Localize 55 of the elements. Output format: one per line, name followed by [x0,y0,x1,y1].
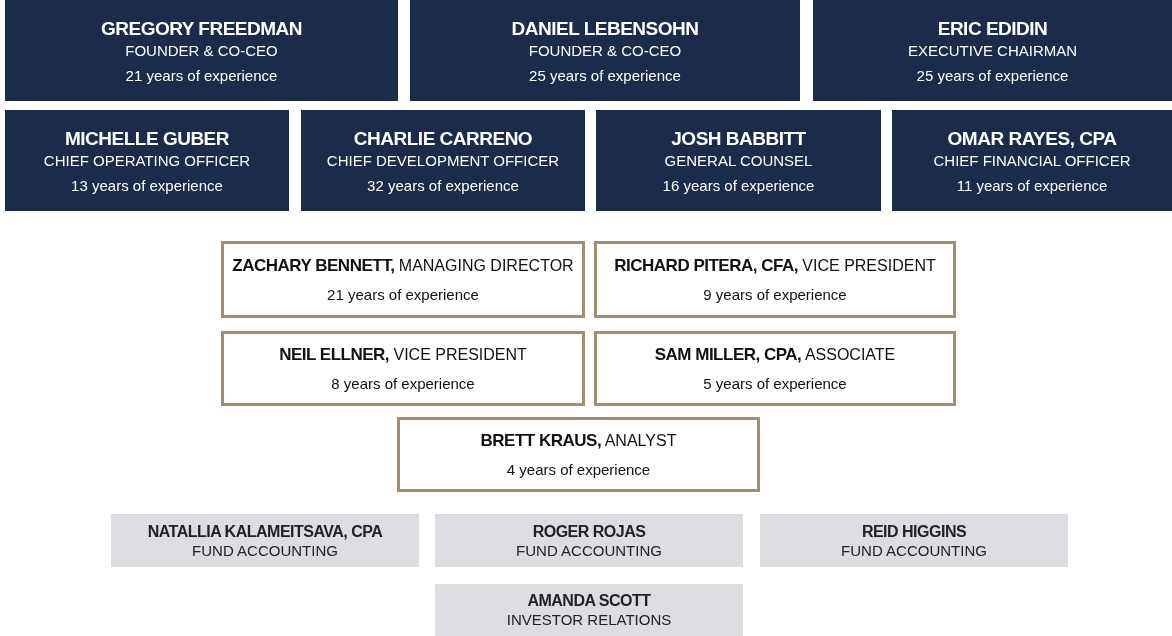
person-name: GREGORY FREEDMAN [101,17,302,40]
job-title: FOUNDER & CO-CEO [528,41,682,59]
name-title-line: BRETT KRAUS, ANALYST [480,431,677,451]
experience-text: 21 years of experience [327,286,479,303]
profile-card [221,241,585,318]
person-name: NATALLIA KALAMEITSAVA, CPA [147,522,383,541]
experience-text: 8 years of experience [331,375,475,392]
experience-text: 13 years of experience [71,176,223,194]
person-name: CHARLIE CARRENO [353,127,533,150]
person-name: DANIEL LEBENSOHN [511,17,699,40]
person-name: OMAR RAYES, CPA [947,127,1117,150]
person-name: JOSH BABBITT [671,127,806,150]
profile-card [5,0,398,101]
experience-text: 25 years of experience [916,66,1069,84]
profile-card [111,514,419,567]
profile-card [594,241,956,318]
experience-text: 9 years of experience [703,286,847,303]
profile-card [397,417,760,492]
profile-card [5,110,289,211]
job-title: FUND ACCOUNTING [516,541,662,559]
name-title-line: RICHARD PITERA, CFA, VICE PRESIDENT [614,256,936,276]
experience-text: 16 years of experience [662,176,815,194]
profile-card [410,0,800,101]
name-title-line: NEIL ELLNER, VICE PRESIDENT [279,345,527,365]
job-title: EXECUTIVE CHAIRMAN [907,41,1078,59]
experience-text: 11 years of experience [956,176,1108,194]
name-title-line: ZACHARY BENNETT, MANAGING DIRECTOR [232,256,574,276]
job-title: CHIEF DEVELOPMENT OFFICER [326,151,560,169]
job-title: CHIEF OPERATING OFFICER [43,151,251,169]
job-title: FUND ACCOUNTING [841,541,987,559]
job-title: FOUNDER & CO-CEO [125,41,278,59]
experience-text: 5 years of experience [703,375,847,392]
experience-text: 4 years of experience [506,461,651,478]
experience-text: 32 years of experience [367,176,519,194]
profile-card [596,110,881,211]
job-title: FUND ACCOUNTING [192,541,338,559]
profile-card [892,110,1172,211]
profile-card [221,331,585,406]
experience-text: 25 years of experience [529,66,681,84]
name-title-line: SAM MILLER, CPA, ASSOCIATE [654,345,896,365]
experience-text: 21 years of experience [125,66,278,84]
person-name: ERIC EDIDIN [937,17,1048,40]
job-title: GENERAL COUNSEL [664,151,813,169]
job-title: INVESTOR RELATIONS [506,611,672,628]
person-name: ROGER ROJAS [532,522,646,541]
profile-card [760,514,1068,567]
profile-card [813,0,1172,101]
person-name: AMANDA SCOTT [527,592,651,610]
job-title: CHIEF FINANCIAL OFFICER [933,151,1131,169]
profile-card [301,110,585,211]
profile-card [435,584,743,636]
profile-card [594,331,956,406]
person-name: REID HIGGINS [861,522,967,541]
person-name: MICHELLE GUBER [65,127,229,150]
profile-card [435,514,743,567]
